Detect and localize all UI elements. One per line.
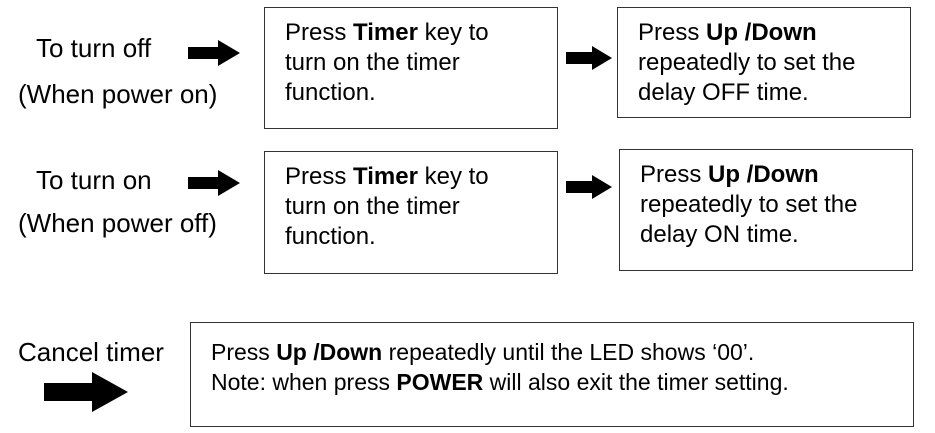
cancel-line1: Press Up /Down repeatedly until the LED … [211,339,755,365]
row1-step2-box: Press Up /Down repeatedly to set the del… [617,7,911,118]
row1-step1-line1: Press Timer key to [285,19,489,46]
row1-step2-line3: delay OFF time. [638,79,809,106]
row2-step1-line1: Press Timer key to [285,163,489,190]
row2-step1-line2: turn on the timer [285,193,460,220]
row2-step2-line3: delay ON time. [640,221,799,248]
row2-step2-line2: repeatedly to set the [640,191,858,218]
arrow-right-icon [566,175,612,199]
arrow-right-icon [188,40,240,66]
cancel-line2: Note: when press POWER will also exit th… [211,369,789,395]
row1-step1-line3: function. [285,79,376,106]
row1-step1-line2: turn on the timer [285,49,460,76]
row2-label-main: To turn on [36,165,152,195]
arrow-right-icon [188,170,240,196]
row2-step2-line1: Press Up /Down [640,161,819,188]
row2-step1-line3: function. [285,223,376,250]
row1-label-main: To turn off [36,33,152,63]
row1-label-condition: (When power on) [18,79,218,109]
row2-label-condition: (When power off) [18,208,217,238]
arrow-right-icon [566,46,612,70]
row1-step2-line1: Press Up /Down [638,19,817,46]
row1-step2-line2: repeatedly to set the [638,49,856,76]
cancel-box: Press Up /Down repeatedly until the LED … [190,322,914,427]
row1-step1-box: Press Timer key to turn on the timer fun… [264,7,558,129]
arrow-right-icon [44,372,128,412]
row2-step1-box: Press Timer key to turn on the timer fun… [264,151,558,274]
row2-step2-box: Press Up /Down repeatedly to set the del… [619,149,913,271]
cancel-label: Cancel timer [18,337,164,367]
